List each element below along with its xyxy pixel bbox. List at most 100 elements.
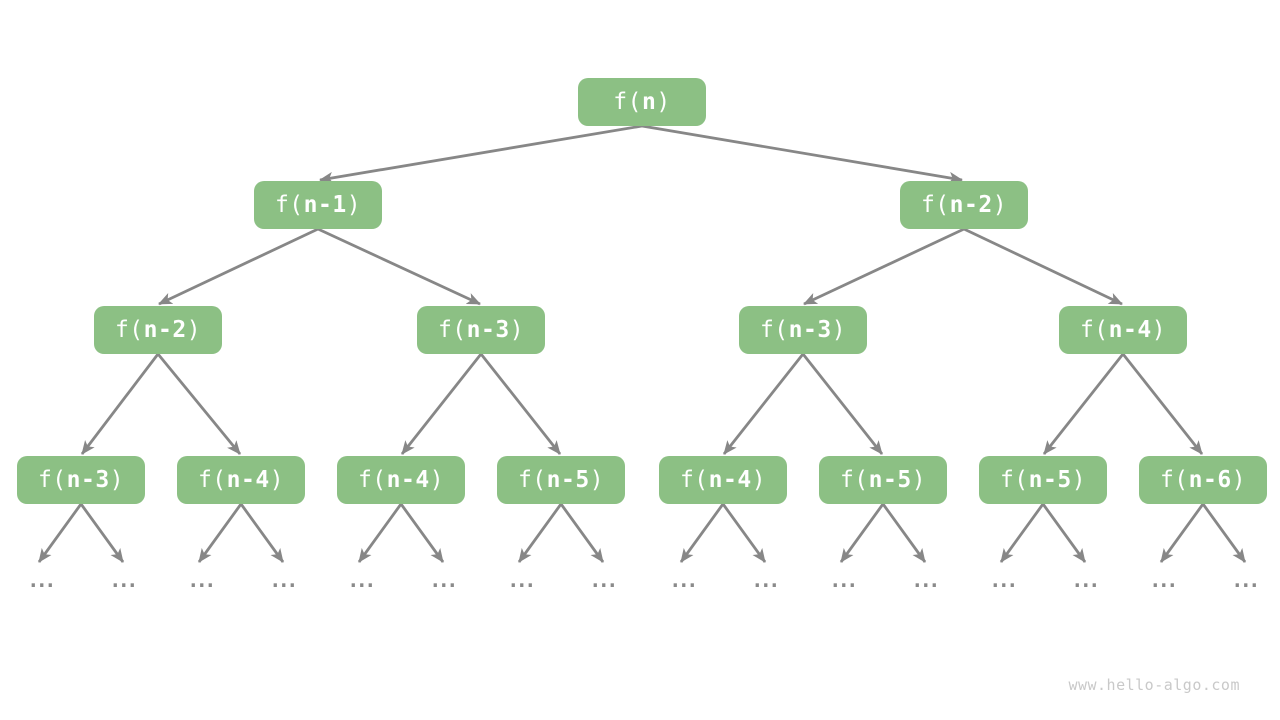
edge-arrow (197, 503, 243, 563)
edge-arrow (963, 227, 1123, 306)
ellipsis-leaf: ... (1149, 568, 1178, 592)
node-label: ) (269, 467, 285, 493)
node-label-arg: n-4 (1108, 317, 1152, 343)
tree-node-f-n-4: f(n-4) (1059, 306, 1187, 354)
node-label: ) (346, 192, 362, 218)
edge-arrow (999, 503, 1045, 563)
watermark-url: www.hello-algo.com (1068, 676, 1240, 694)
edge-arrow (1121, 353, 1204, 455)
tree-node-f-n-4: f(n-4) (177, 456, 305, 504)
node-label-arg: n-3 (788, 317, 832, 343)
edge-arrow (1159, 503, 1205, 563)
edge-arrow (400, 353, 483, 455)
ellipsis-leaf: ... (429, 568, 458, 592)
ellipsis-leaf: ... (989, 568, 1018, 592)
tree-node-f-n-5: f(n-5) (979, 456, 1107, 504)
edge-arrow (641, 124, 963, 184)
edge-arrow (80, 353, 160, 455)
node-label: ) (911, 467, 927, 493)
ellipsis-leaf: ... (829, 568, 858, 592)
node-label: ) (509, 317, 525, 343)
edge-arrow (1042, 353, 1125, 455)
edge-arrow (881, 503, 927, 563)
tree-node-f-n-4: f(n-4) (659, 456, 787, 504)
ellipsis-leaf: ... (347, 568, 376, 592)
edge-arrow (319, 124, 643, 184)
edge-arrow (721, 503, 767, 563)
node-label: f( (197, 467, 227, 493)
ellipsis-leaf: ... (187, 568, 216, 592)
node-label: f( (437, 317, 467, 343)
node-label: ) (1151, 317, 1167, 343)
edge-arrow (722, 353, 805, 455)
tree-node-f-n-5: f(n-5) (497, 456, 625, 504)
node-label: f( (613, 89, 642, 115)
node-label-arg: n-2 (143, 317, 187, 343)
node-label-arg: n-3 (466, 317, 510, 343)
ellipsis-leaf: ... (27, 568, 56, 592)
node-label: f( (839, 467, 869, 493)
ellipsis-leaf: ... (751, 568, 780, 592)
tree-node-f-n-2: f(n-2) (900, 181, 1028, 229)
edge-arrow (156, 353, 242, 455)
ellipsis-leaf: ... (589, 568, 618, 592)
node-label-arg: n-5 (546, 467, 590, 493)
node-label-arg: n (641, 89, 657, 115)
ellipsis-leaf: ... (269, 568, 298, 592)
node-label-arg: n-4 (708, 467, 752, 493)
node-label-arg: n-4 (226, 467, 270, 493)
edge-arrow (479, 353, 562, 455)
edge-arrow (559, 503, 605, 563)
edge-arrow (803, 227, 965, 306)
edge-arrow (801, 353, 884, 455)
edge-arrow (1201, 503, 1247, 563)
node-label: ) (656, 89, 671, 115)
node-label-arg: n-4 (386, 467, 430, 493)
node-label: ) (186, 317, 202, 343)
tree-node-f-n-3: f(n-3) (739, 306, 867, 354)
tree-node-f-n-1: f(n-1) (254, 181, 382, 229)
tree-node-f-n-4: f(n-4) (337, 456, 465, 504)
edge-arrow (317, 227, 481, 306)
node-label: ) (429, 467, 445, 493)
node-label-arg: n-6 (1188, 467, 1232, 493)
node-label: f( (999, 467, 1029, 493)
node-label: f( (517, 467, 547, 493)
node-label-arg: n-1 (303, 192, 347, 218)
node-label-arg: n-2 (949, 192, 993, 218)
tree-node-f-n-2: f(n-2) (94, 306, 222, 354)
edge-arrow (679, 503, 725, 563)
edge-arrow (79, 503, 125, 563)
edge-arrow (399, 503, 445, 563)
node-label: f( (1079, 317, 1109, 343)
edge-arrow (517, 503, 563, 563)
node-label: ) (831, 317, 847, 343)
node-label: f( (679, 467, 709, 493)
node-label: ) (992, 192, 1008, 218)
ellipsis-leaf: ... (1071, 568, 1100, 592)
edge-arrow (158, 227, 319, 306)
node-label: ) (109, 467, 125, 493)
node-label: ) (1231, 467, 1247, 493)
tree-node-f-n: f(n) (578, 78, 706, 126)
tree-node-f-n-6: f(n-6) (1139, 456, 1267, 504)
node-label: f( (274, 192, 304, 218)
edge-arrow (37, 503, 83, 563)
ellipsis-leaf: ... (109, 568, 138, 592)
ellipsis-leaf: ... (669, 568, 698, 592)
node-label: f( (920, 192, 950, 218)
node-label: ) (751, 467, 767, 493)
node-label-arg: n-5 (868, 467, 912, 493)
edge-arrow (357, 503, 403, 563)
edge-arrow (839, 503, 885, 563)
tree-node-f-n-5: f(n-5) (819, 456, 947, 504)
node-label: f( (357, 467, 387, 493)
tree-node-f-n-3: f(n-3) (17, 456, 145, 504)
node-label: f( (114, 317, 144, 343)
node-label: f( (759, 317, 789, 343)
edge-arrow (1041, 503, 1087, 563)
node-label-arg: n-5 (1028, 467, 1072, 493)
node-label: f( (37, 467, 67, 493)
